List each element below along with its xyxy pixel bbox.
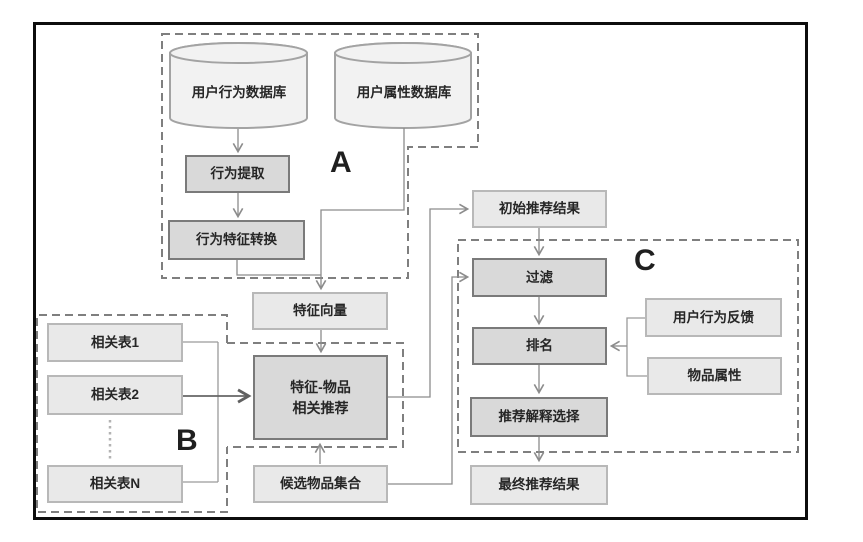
node-final-rec-result: 最终推荐结果 (470, 465, 608, 505)
node-item-attribute: 物品属性 (647, 357, 782, 395)
group-c-outline (457, 239, 799, 453)
diagram-frame (33, 22, 808, 520)
user-attribute-db-cylinder (334, 42, 472, 129)
node-behavior-feature-transform: 行为特征转换 (168, 220, 305, 260)
edge-candidates-to-filter (388, 271, 470, 485)
group-label-c: C (634, 244, 656, 277)
node-user-behavior-feedback: 用户行为反馈 (645, 298, 782, 337)
node-user-attribute-db: 用户属性数据库 (356, 85, 452, 100)
group-label-a: A (330, 146, 352, 179)
node-filter: 过滤 (472, 258, 607, 297)
edge-recbox-to-initial (388, 203, 470, 398)
node-candidate-item-set: 候选物品集合 (253, 465, 388, 503)
edge-transform-join (236, 260, 321, 276)
node-related-table-n: 相关表N (47, 465, 183, 503)
node-rec-explanation-selection: 推荐解释选择 (470, 397, 608, 437)
user-behavior-db-cylinder (169, 42, 308, 129)
node-feature-vector: 特征向量 (252, 292, 388, 330)
group-a-outline (161, 33, 479, 279)
edge-tables-collector (183, 341, 219, 483)
node-related-table-1: 相关表1 (47, 323, 183, 362)
node-initial-rec-result: 初始推荐结果 (472, 190, 607, 228)
edge-attributedb-to-featurevector (315, 128, 405, 291)
node-user-behavior-db: 用户行为数据库 (191, 85, 287, 100)
node-feature-item-rec-line1: 特征-物品 (290, 379, 351, 396)
node-feature-item-rec: 特征-物品 相关推荐 (253, 355, 388, 440)
node-behavior-extraction: 行为提取 (185, 155, 290, 193)
node-ranking: 排名 (472, 327, 607, 365)
edge-feedback-bracket (626, 317, 647, 377)
node-related-table-2: 相关表2 (47, 375, 183, 415)
node-feature-item-rec-line2: 相关推荐 (292, 399, 349, 416)
group-label-b: B (176, 424, 198, 457)
